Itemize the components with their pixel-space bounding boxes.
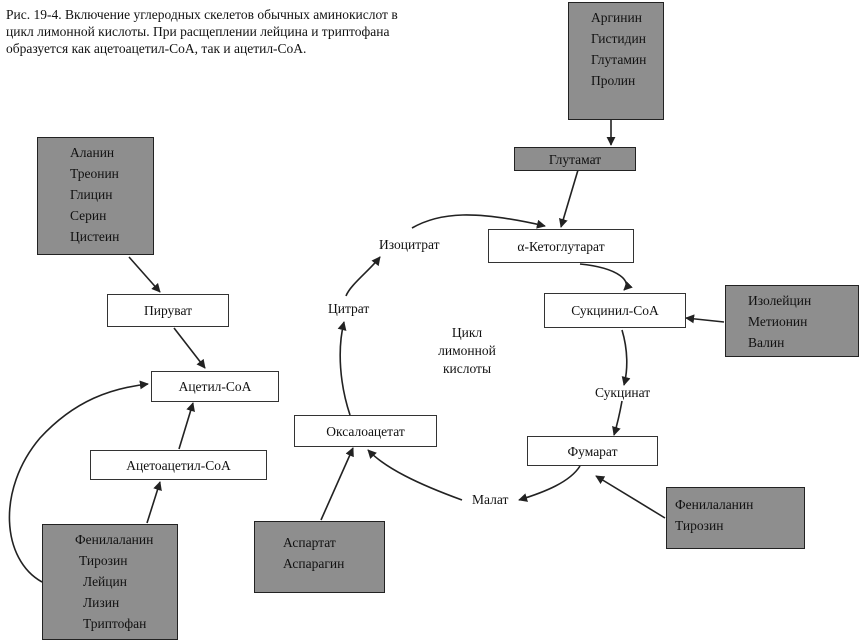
group-item: Тирозин [675, 518, 724, 533]
group-item: Глицин [70, 187, 113, 202]
cycle-name-label: Цикл лимонной кислоты [438, 325, 496, 376]
alpha-kg-box: α-Кетоглутарат [488, 229, 634, 263]
arrow-ala-group-to-pyruvate [128, 256, 161, 293]
malate-label: Малат [472, 492, 509, 507]
succinyl-coa-box: Сукцинил-СоА [544, 293, 686, 328]
arrow-glutamate-to-alpha-kg [559, 169, 579, 228]
oxaloacetate-label: Оксалоацетат [326, 423, 405, 439]
phe-tyr-group-box: Фенилаланин Тирозин [666, 487, 805, 549]
arrow-ketogenic-group-to-acetoacetyl-coa [146, 481, 162, 524]
group-item: Аргинин [591, 10, 642, 25]
group-item: Фенилаланин [75, 532, 154, 547]
group-item: Лизин [83, 595, 120, 610]
group-item: Метионин [748, 314, 808, 329]
succinate-label: Сукцинат [595, 385, 651, 400]
arrow-fumarate-to-malate [518, 465, 581, 502]
arrow-ketogenic-group-to-acetyl-coa [8, 380, 149, 583]
acetoacetyl-coa-box: Ацетоацетил-СоА [90, 450, 267, 480]
arrow-phe-tyr-to-fumarate [595, 475, 666, 519]
group-item: Гистидин [591, 31, 646, 46]
arrow-acetoacetyl-coa-to-acetyl-coa [178, 402, 195, 450]
group-item: Цистеин [70, 229, 120, 244]
glutamate-label: Глутамат [548, 151, 602, 167]
succinyl-coa-label: Сукцинил-СоА [571, 303, 659, 318]
group-item: Триптофан [83, 616, 147, 631]
arrow-succinyl-coa-to-succinate [621, 329, 631, 386]
group-item: Лейцин [83, 574, 127, 589]
arrow-succinate-to-fumarate [612, 400, 623, 436]
arrow-isocitrate-to-alpha-kg [411, 214, 546, 229]
ile-group-box: Изолейцин Метионин Валин [725, 285, 859, 357]
arrow-pyruvate-to-acetyl-coa [173, 327, 206, 369]
group-item: Аспартат [283, 535, 336, 550]
acetyl-coa-label: Ацетил-СоА [178, 379, 252, 394]
fumarate-box: Фумарат [527, 436, 658, 466]
acetoacetyl-coa-label: Ацетоацетил-СоА [126, 457, 231, 473]
group-item: Фенилаланин [675, 497, 754, 512]
group-item: Изолейцин [748, 293, 812, 308]
oxaloacetate-box: Оксалоацетат [294, 415, 437, 447]
fumarate-label: Фумарат [567, 443, 618, 459]
ala-group-box: Аланин Треонин Глицин Серин Цистеин [37, 137, 154, 255]
group-item: Пролин [591, 73, 636, 88]
group-item: Аланин [70, 145, 115, 160]
asp-group-box: Аспартат Аспарагин [254, 521, 385, 593]
group-item: Валин [748, 335, 785, 350]
arrow-oxaloacetate-to-citrate [337, 321, 351, 416]
alpha-kg-label: α-Кетоглутарат [517, 238, 605, 254]
group-item: Аспарагин [283, 556, 345, 571]
acetyl-coa-box: Ацетил-СоА [151, 371, 279, 402]
arrow-malate-to-oxaloacetate [367, 449, 463, 501]
group-item: Глутамин [591, 52, 647, 67]
arg-group-box: Аргинин Гистидин Глутамин Пролин [568, 2, 664, 120]
group-item: Тирозин [79, 553, 128, 568]
pyruvate-box: Пируват [107, 294, 229, 327]
arrow-alpha-kg-to-succinyl-coa [579, 263, 633, 291]
group-item: Серин [70, 208, 107, 223]
arrow-citrate-to-isocitrate [345, 256, 381, 297]
isocitrate-label: Изоцитрат [379, 237, 440, 252]
arrow-asp-group-to-oxaloacetate [320, 447, 354, 521]
glutamate-box: Глутамат [514, 147, 636, 171]
figure-caption: Рис. 19-4. Включение углеродных скелетов… [6, 7, 398, 56]
ketogenic-group-box: Фенилаланин Тирозин Лейцин Лизин Триптоф… [42, 524, 178, 640]
pyruvate-label: Пируват [143, 303, 193, 318]
arrow-ile-group-to-succinyl-coa [685, 314, 725, 324]
group-item: Треонин [70, 166, 119, 181]
citrate-label: Цитрат [328, 301, 370, 316]
